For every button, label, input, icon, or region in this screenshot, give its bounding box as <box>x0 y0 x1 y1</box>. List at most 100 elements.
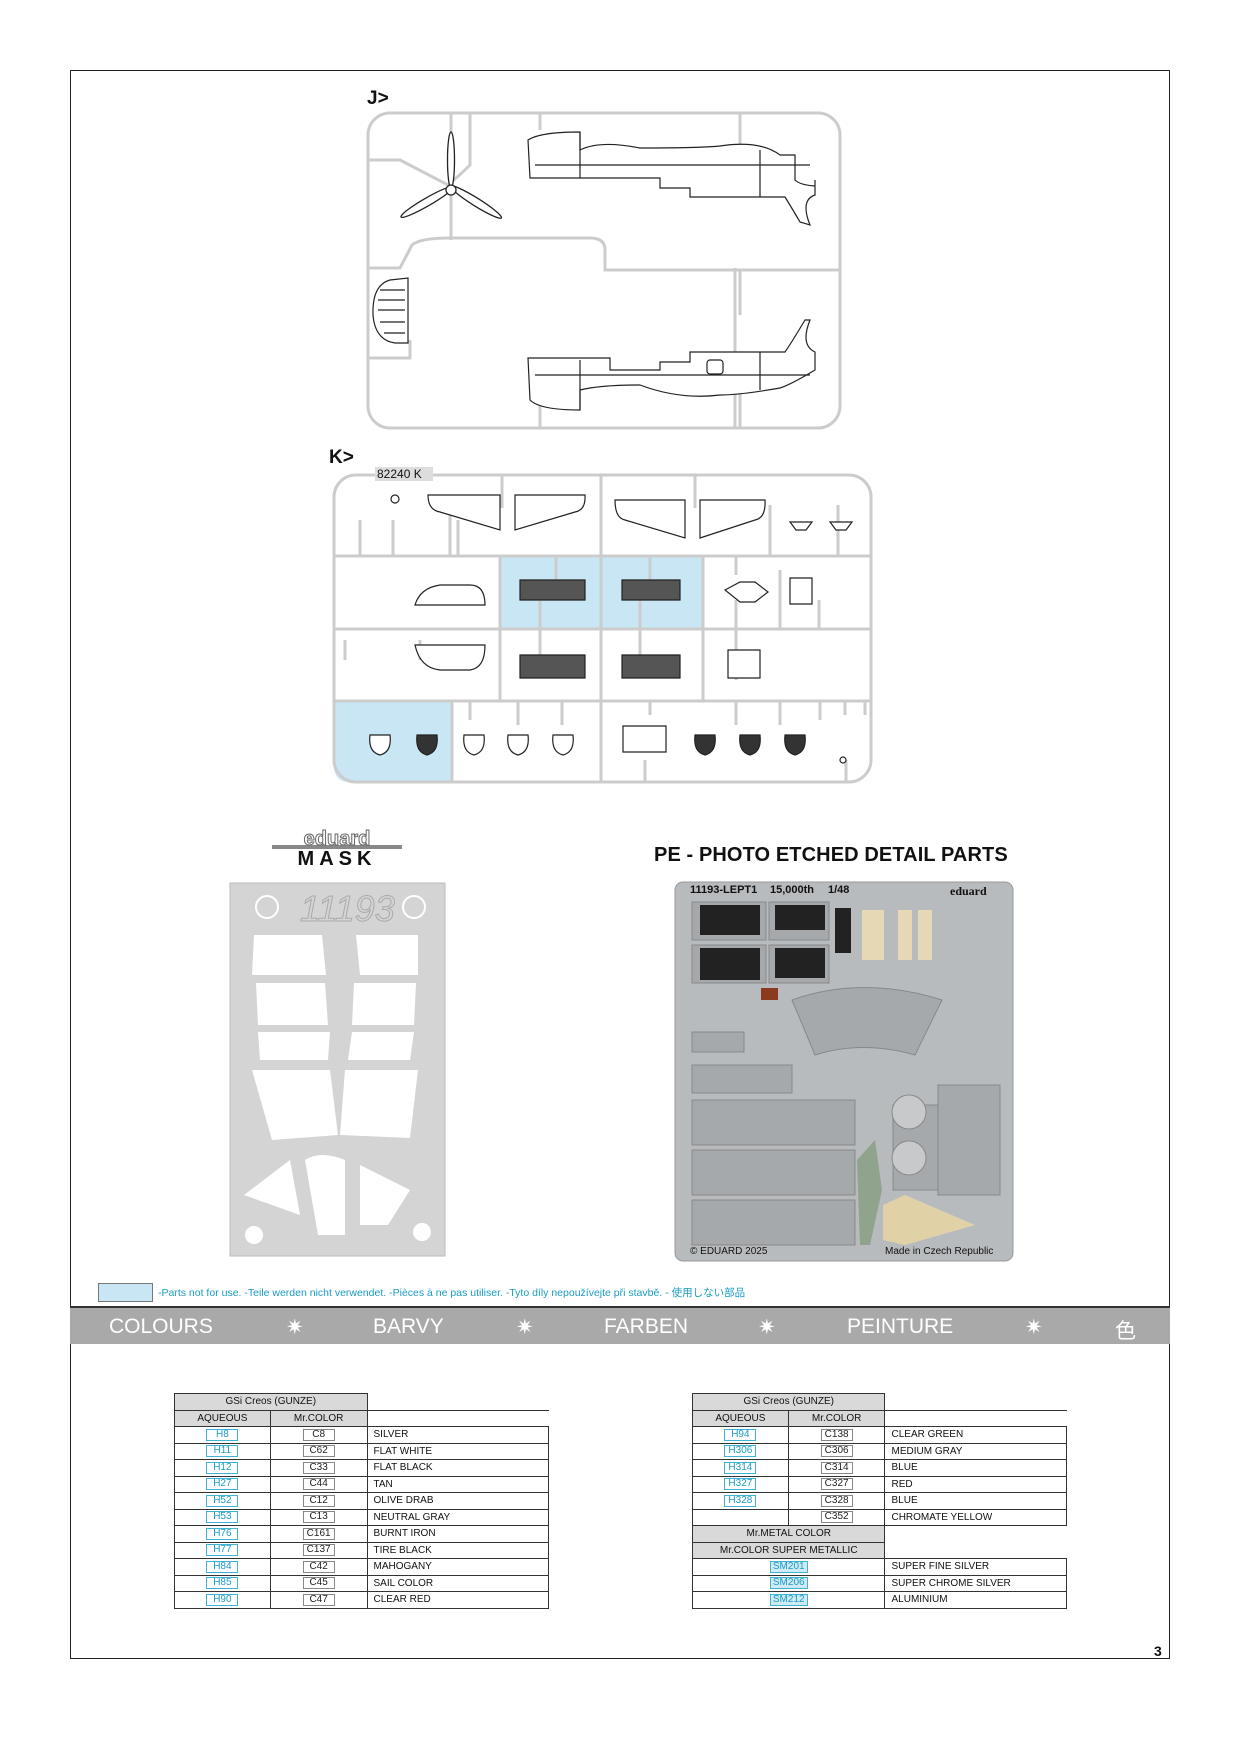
unused-parts-note: -Parts not for use. -Teile werden nicht … <box>158 1287 746 1299</box>
banner-colours: COLOURS <box>109 1315 213 1338</box>
aqueous-code: H52 <box>206 1494 239 1507</box>
propeller-part <box>400 131 503 219</box>
metal-colour-row: SM212 ALUMINIUM <box>691 1591 1067 1609</box>
mask-sheet-number: 11193 <box>300 888 396 930</box>
mrcolor-code: C42 <box>302 1560 335 1573</box>
aqueous-code: H27 <box>206 1478 239 1491</box>
sprue-k-label: K> <box>329 447 354 468</box>
mrcolor-code: C45 <box>302 1577 335 1590</box>
banner-peinture: PEINTURE <box>847 1315 954 1338</box>
mrcolor-code: C12 <box>302 1494 335 1507</box>
sprue-k-code: 82240 K <box>377 467 422 481</box>
eduard-mask-logo: eduard MASK <box>272 829 402 869</box>
aqueous-header: AQUEOUS <box>692 1409 789 1427</box>
mrcolor-code: C8 <box>302 1428 335 1441</box>
mrcolor-header: Mr.COLOR <box>787 1409 886 1427</box>
pe-section-title: PE - PHOTO ETCHED DETAIL PARTS <box>654 844 1008 866</box>
mrcolor-code: C62 <box>302 1445 335 1458</box>
mrcolor-code: C137 <box>302 1544 335 1557</box>
aqueous-code: H8 <box>206 1428 239 1441</box>
metallic-code: SM212 <box>769 1593 808 1606</box>
colour-name: ALUMINIUM <box>884 1591 1067 1609</box>
fuselage-right-half <box>527 319 816 411</box>
metallic-code: SM206 <box>769 1577 808 1590</box>
aqueous-code: H328 <box>724 1494 757 1507</box>
colour-name: SUPER FINE SILVER <box>884 1558 1067 1576</box>
pe-fret <box>674 881 1014 1262</box>
colour-name: CLEAR RED <box>366 1591 549 1609</box>
banner-star-icon: ✷ <box>758 1316 776 1339</box>
sprue-k <box>332 467 873 784</box>
cowling-part <box>372 277 409 344</box>
logo-eduard: eduard <box>272 829 402 850</box>
colours-banner: COLOURS ✷ BARVY ✷ FARBEN ✷ PEINTURE ✷ 色 <box>70 1306 1170 1344</box>
mrcolor-header: Mr.COLOR <box>269 1409 368 1427</box>
metal-color-header: Mr.METAL COLOR <box>691 1525 886 1543</box>
mrcolor-code: C44 <box>302 1478 335 1491</box>
mask-frames <box>244 935 418 1235</box>
colour-name: RED <box>884 1475 1067 1493</box>
banner-star-icon: ✷ <box>1025 1316 1043 1339</box>
mrcolor-code: C33 <box>302 1461 335 1474</box>
sprue-j-label: J> <box>367 88 389 109</box>
pe-edition: 15,000th <box>770 884 815 896</box>
banner-farben: FARBEN <box>604 1315 689 1338</box>
fuselage-left-half <box>527 131 816 226</box>
mrcolor-code: C314 <box>820 1461 853 1474</box>
colour-name: BURNT IRON <box>366 1525 549 1543</box>
pe-brand: eduard <box>950 884 987 898</box>
banner-barvy: BARVY <box>373 1315 444 1338</box>
colour-name: MEDIUM GRAY <box>884 1442 1067 1460</box>
colour-row: H52 C12 OLIVE DRAB <box>174 1492 549 1510</box>
colour-row: H8 C8 SILVER <box>174 1426 549 1444</box>
colour-row: H306 C306 MEDIUM GRAY <box>692 1442 1067 1460</box>
page-frame <box>70 70 1170 1659</box>
brand-header: GSi Creos (GUNZE) <box>691 1393 886 1411</box>
aqueous-code: H76 <box>206 1527 239 1540</box>
aqueous-code: H90 <box>206 1593 239 1606</box>
metal-colour-row: SM201 SUPER FINE SILVER <box>691 1558 1067 1576</box>
pe-sheet-code: 11193-LEPT1 <box>690 884 758 896</box>
super-metallic-header: Mr.COLOR SUPER METALLIC <box>691 1541 886 1559</box>
aqueous-header: AQUEOUS <box>174 1409 271 1427</box>
aqueous-code: H306 <box>724 1445 757 1458</box>
aqueous-code: H12 <box>206 1461 239 1474</box>
banner-iro: 色 <box>1115 1320 1136 1343</box>
mrcolor-code: C306 <box>820 1445 853 1458</box>
brand-header: GSi Creos (GUNZE) <box>174 1393 368 1411</box>
mrcolor-code: C328 <box>820 1494 853 1507</box>
colour-name: CLEAR GREEN <box>884 1426 1067 1444</box>
colour-row: H328 C328 BLUE <box>692 1492 1067 1510</box>
k-parts <box>369 494 854 764</box>
unused-parts-swatch <box>98 1283 153 1302</box>
colour-name: TIRE BLACK <box>366 1541 549 1559</box>
aqueous-code: H94 <box>724 1428 757 1441</box>
colour-name: BLUE <box>884 1492 1067 1510</box>
aqueous-code: H11 <box>206 1445 239 1458</box>
colour-name: SUPER CHROME SILVER <box>884 1574 1067 1592</box>
colour-name: SILVER <box>366 1426 549 1444</box>
colour-name: FLAT BLACK <box>366 1459 549 1477</box>
mrcolor-code: C352 <box>820 1511 853 1524</box>
aqueous-code: H53 <box>206 1511 239 1524</box>
colour-name: NEUTRAL GRAY <box>366 1508 549 1526</box>
colour-name: OLIVE DRAB <box>366 1492 549 1510</box>
mrcolor-code: C327 <box>820 1478 853 1491</box>
colour-row: H12 C33 FLAT BLACK <box>174 1459 549 1477</box>
pe-origin: Made in Czech Republic <box>885 1246 994 1257</box>
pe-copyright: © EDUARD 2025 <box>690 1246 768 1257</box>
page-number: 3 <box>1154 1643 1162 1659</box>
metallic-code: SM201 <box>769 1560 808 1573</box>
banner-star-icon: ✷ <box>516 1316 534 1339</box>
